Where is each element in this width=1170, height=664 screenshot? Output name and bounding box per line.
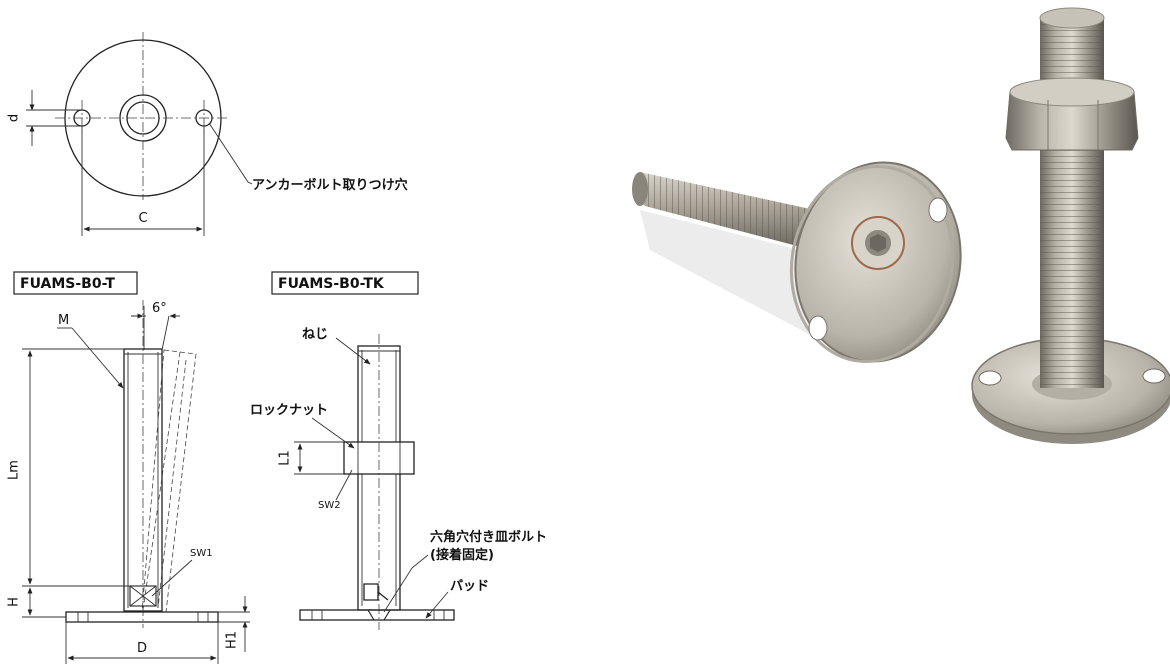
sw1-leader xyxy=(151,559,193,597)
screw-label: ねじ xyxy=(302,327,328,342)
photo2-rod-thread xyxy=(1040,16,1104,388)
dim-D-label: D xyxy=(137,641,147,656)
dim-lm-label: Lm xyxy=(7,460,22,480)
hex-socket-cross2 xyxy=(129,585,157,607)
top-view: d C アンカーボルト取りつけ穴 xyxy=(7,32,408,236)
photo2-nut-top xyxy=(1009,77,1135,107)
photo1-hex-socket xyxy=(870,234,886,252)
lock-nut-label: ロックナット xyxy=(250,403,328,418)
tilted-bolt-inner xyxy=(157,359,187,609)
photo2-rod-top xyxy=(1039,7,1105,29)
photo1-rod-thread xyxy=(636,172,824,252)
base-plate-tk xyxy=(299,609,455,621)
sw1-label: SW1 xyxy=(190,548,213,559)
model-tk-box xyxy=(271,271,419,295)
model-t-label: FUAMS-B0-T xyxy=(20,276,115,292)
lock-nut-leader xyxy=(311,417,355,449)
anchor-hole-label: アンカーボルト取りつけ穴 xyxy=(252,177,408,193)
product-photo-horizontal xyxy=(632,161,962,364)
anchor-hole-leader xyxy=(208,122,253,185)
m-leader xyxy=(71,327,124,389)
base-plate-t xyxy=(65,611,219,623)
side-view-tk: FUAMS-B0-TK ねじ ロックナット L1 SW2 xyxy=(250,271,547,630)
tilted-bolt-center xyxy=(142,351,181,611)
dim-m-label: M xyxy=(58,313,69,328)
tilted-bolt-outline xyxy=(141,349,197,613)
photo1-hole-top xyxy=(928,197,948,223)
countersink xyxy=(367,609,391,621)
side-view-t: FUAMS-B0-T M 6° SW1 xyxy=(7,271,250,664)
hex-bolt-label-1: 六角穴付き皿ボルト xyxy=(430,529,547,545)
photo1-rod-end xyxy=(632,172,648,206)
sw2-leader xyxy=(335,469,353,501)
model-t-box xyxy=(13,271,138,295)
angle-ref-right xyxy=(161,315,170,351)
pad-label: パッド xyxy=(450,579,489,594)
photo1-hole-bottom xyxy=(808,315,828,341)
hex-socket-sw1 xyxy=(129,585,157,607)
dim-h-label: H xyxy=(7,597,22,607)
dim-c-label: C xyxy=(138,211,147,226)
screw-leader xyxy=(335,337,371,365)
pad-leader xyxy=(425,591,449,619)
angle-label: 6° xyxy=(152,301,167,316)
photo2-hole-right xyxy=(1142,368,1166,384)
hex-bolt-label-2: (接着固定) xyxy=(430,547,494,563)
dim-h1-label: H1 xyxy=(225,631,240,649)
product-photo-vertical xyxy=(971,7,1170,444)
photo1-shadow xyxy=(640,210,820,340)
photo1-disc-edge xyxy=(789,164,955,364)
hex-socket-tk xyxy=(363,583,389,601)
photo2-hole-left xyxy=(978,370,1002,386)
model-tk-label: FUAMS-B0-TK xyxy=(278,276,385,292)
dim-l1-label: L1 xyxy=(278,450,293,466)
dim-d-label: d xyxy=(7,114,22,122)
hex-bolt-leader xyxy=(383,554,429,613)
sw2-label: SW2 xyxy=(318,500,341,511)
